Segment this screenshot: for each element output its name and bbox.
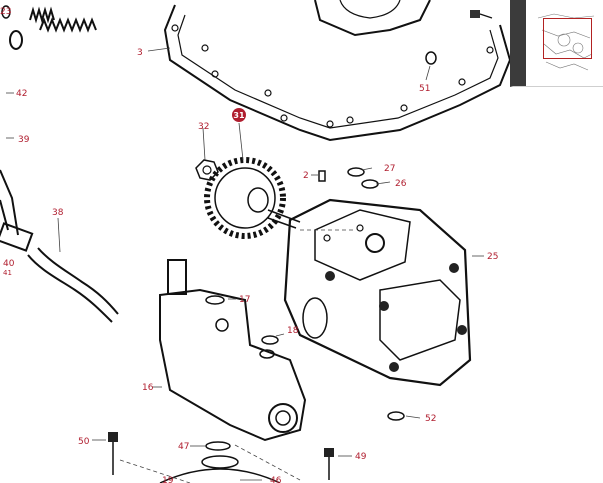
callout-17[interactable]: 17 <box>239 295 250 305</box>
callout-3[interactable]: 3 <box>137 48 143 58</box>
oil-pipe <box>27 247 119 323</box>
o-ring-52 <box>387 411 405 421</box>
o-ring-27 <box>347 167 365 177</box>
highlight-callout-31-label[interactable]: 31 <box>233 111 245 120</box>
o-ring-47 <box>205 441 231 451</box>
callout-52[interactable]: 52 <box>425 414 436 424</box>
pump-body <box>283 198 472 387</box>
callout-23[interactable]: 23 <box>0 7 11 17</box>
callout-38[interactable]: 38 <box>52 208 64 218</box>
callout-47[interactable]: 47 <box>178 442 189 452</box>
callout-41[interactable]: 41 <box>3 269 12 277</box>
highlight-callout-31[interactable] <box>232 108 246 122</box>
drive-gear <box>204 157 301 239</box>
callout-46[interactable]: 46 <box>270 476 282 483</box>
callout-19[interactable]: 19 <box>162 476 174 483</box>
callout-49[interactable]: 49 <box>355 452 367 462</box>
shift-lever <box>0 169 34 252</box>
navigator-thumbnail[interactable] <box>534 10 598 76</box>
leader-lines <box>6 47 484 481</box>
callout-51[interactable]: 51 <box>419 84 430 94</box>
centre-lines <box>119 229 355 483</box>
bolt-50 <box>108 432 118 475</box>
spring-assembly <box>1 5 97 50</box>
callout-27[interactable]: 27 <box>384 164 395 174</box>
callout-32[interactable]: 32 <box>198 122 209 132</box>
callout-25[interactable]: 25 <box>487 252 498 262</box>
callout-50[interactable]: 50 <box>78 437 90 447</box>
navigator-viewport-frame[interactable] <box>543 18 592 59</box>
oil-pump-housing <box>159 259 307 442</box>
pin-2 <box>318 170 326 182</box>
callout-39[interactable]: 39 <box>18 135 30 145</box>
callout-18[interactable]: 18 <box>287 326 299 336</box>
o-ring-26 <box>361 179 379 189</box>
o-ring-51 <box>425 51 437 65</box>
gasket <box>163 4 512 142</box>
callout-40[interactable]: 40 <box>3 259 15 269</box>
callout-42[interactable]: 42 <box>16 89 27 99</box>
navigator-divider <box>510 0 526 86</box>
callout-16[interactable]: 16 <box>142 383 154 393</box>
callout-2[interactable]: 2 <box>303 171 309 181</box>
nut-32 <box>195 159 219 181</box>
bolt-49 <box>324 448 334 480</box>
callout-26[interactable]: 26 <box>395 179 407 189</box>
strainer-46 <box>159 455 281 483</box>
upper-housing <box>314 0 493 37</box>
